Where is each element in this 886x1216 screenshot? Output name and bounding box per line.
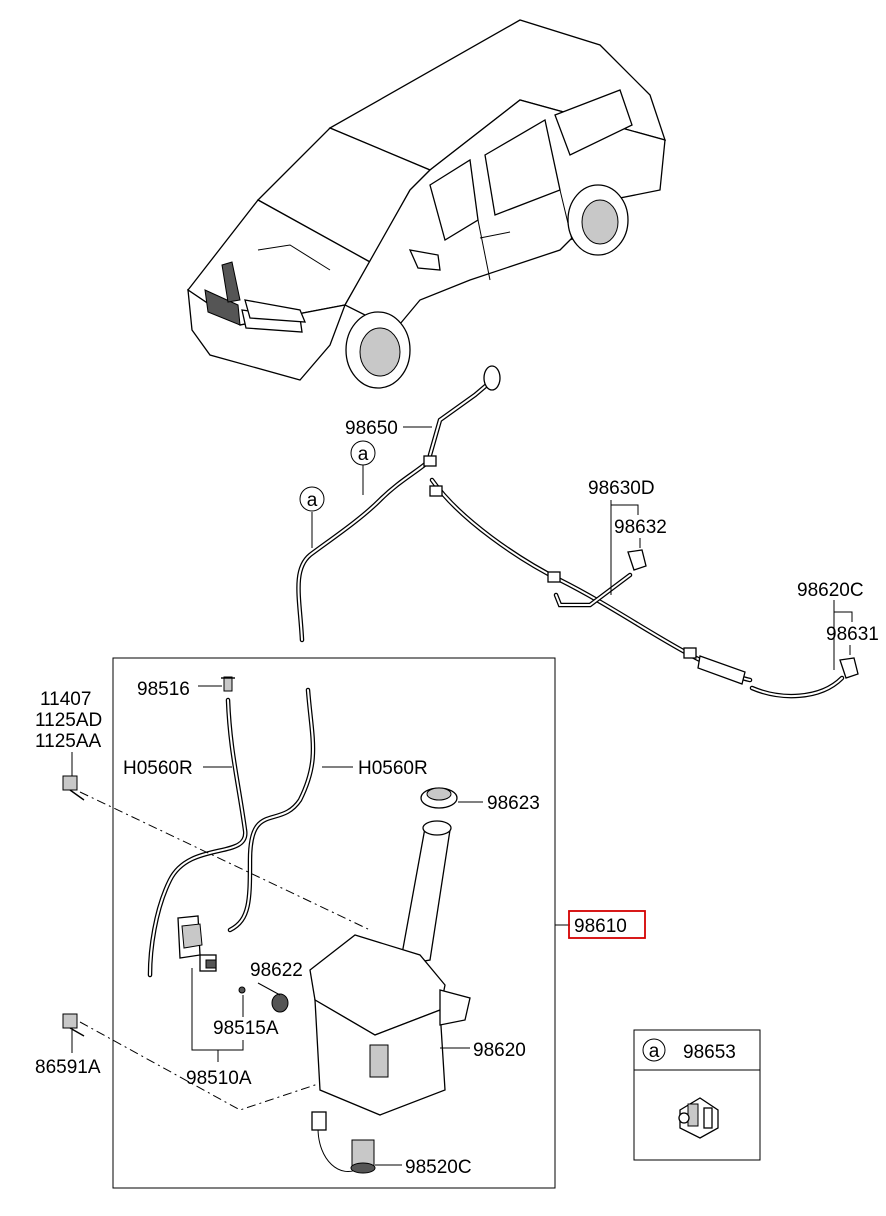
label-98515a[interactable]: 98515A — [213, 1018, 279, 1039]
part-labels: 98650 98630D 98632 98620C 98631 98516 11… — [35, 418, 879, 1178]
label-98510a[interactable]: 98510A — [186, 1068, 252, 1089]
bolt-icon-upper — [62, 775, 85, 801]
callout-a-upper-label: a — [358, 444, 369, 465]
washer-motor-icon — [311, 1111, 376, 1174]
label-1125aa[interactable]: 1125AA — [35, 731, 102, 752]
bolt-icon-lower — [62, 1013, 85, 1037]
highlight-box-98610 — [568, 910, 646, 939]
clip-icon — [678, 1097, 719, 1139]
breather-icon — [221, 676, 235, 692]
bolt-leader-upper — [79, 791, 371, 931]
callout-a-lower: a — [299, 486, 325, 512]
washer-hoses — [147, 687, 316, 978]
label-h0560r-right[interactable]: H0560R — [358, 758, 428, 779]
pump-icon — [177, 915, 217, 972]
grommet-icon — [271, 993, 289, 1013]
label-h0560r-left[interactable]: H0560R — [123, 758, 193, 779]
leader-lines — [71, 426, 853, 1166]
label-98622[interactable]: 98622 — [250, 960, 303, 981]
label-98632[interactable]: 98632 — [614, 517, 667, 538]
vehicle-illustration — [187, 19, 667, 389]
label-98623[interactable]: 98623 — [487, 793, 540, 814]
callout-a-upper: a — [350, 440, 376, 466]
label-98610[interactable]: 98610 — [574, 916, 627, 937]
callout-a-lower-label: a — [307, 490, 318, 511]
label-98631[interactable]: 98631 — [826, 624, 879, 645]
label-98650[interactable]: 98650 — [345, 418, 398, 439]
label-98516[interactable]: 98516 — [137, 679, 190, 700]
valve-icon — [238, 986, 246, 994]
label-1125ad[interactable]: 1125AD — [35, 710, 102, 731]
reservoir-assembly-frame — [112, 657, 556, 1189]
label-98630d[interactable]: 98630D — [588, 478, 655, 499]
cap-icon — [420, 787, 458, 809]
label-98520c[interactable]: 98520C — [405, 1157, 472, 1178]
legend-marker-a: a — [649, 1041, 660, 1062]
label-98653[interactable]: 98653 — [683, 1042, 736, 1063]
reservoir-icon — [309, 820, 471, 1116]
label-98620[interactable]: 98620 — [473, 1040, 526, 1061]
legend-box: a 98653 — [633, 1029, 761, 1161]
label-11407[interactable]: 11407 — [40, 689, 91, 710]
label-98620c[interactable]: 98620C — [797, 580, 864, 601]
hose-harness-98650 — [296, 365, 859, 699]
label-86591a[interactable]: 86591A — [35, 1057, 101, 1078]
